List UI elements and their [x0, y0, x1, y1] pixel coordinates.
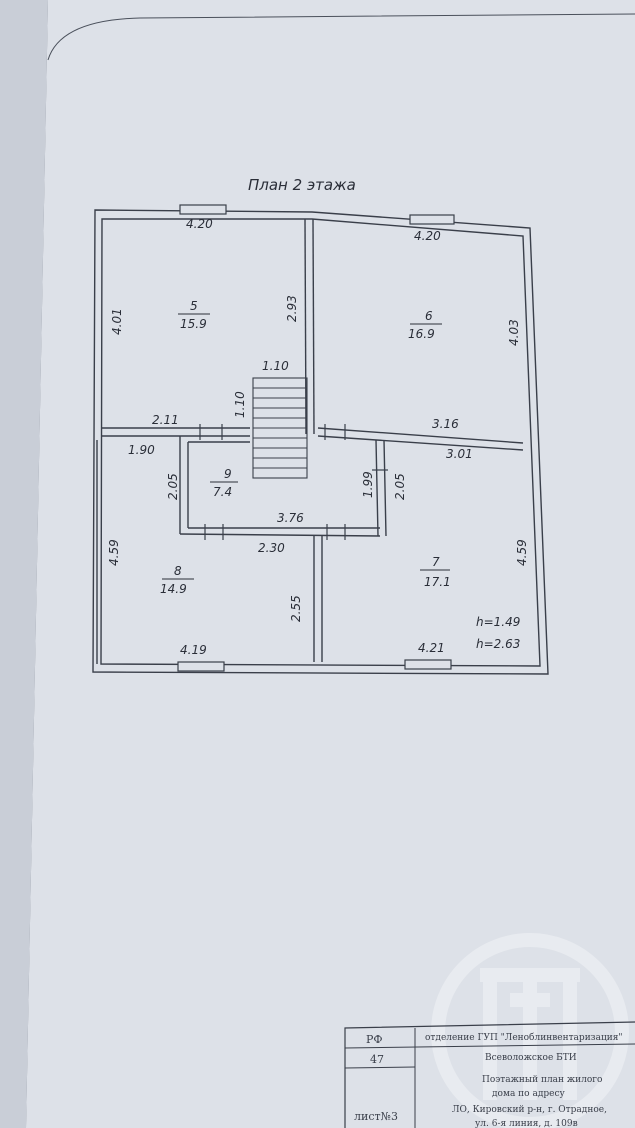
outer-walls	[92, 209, 549, 675]
room-5-label: 5 15.9	[178, 299, 210, 331]
door-marks	[199, 424, 388, 540]
svg-text:14.9: 14.9	[160, 582, 187, 596]
svg-text:17.1: 17.1	[424, 575, 451, 589]
stamp-rf: РФ	[366, 1033, 383, 1046]
stamp-addr-line2: ул. 6-я линия, д. 109в	[475, 1119, 578, 1128]
paper	[26, 0, 635, 1128]
dim-r9-bottom: 3.76	[277, 511, 304, 525]
windows	[177, 204, 455, 672]
svg-text:8: 8	[174, 564, 182, 578]
dim-r6-right: 4.03	[507, 319, 521, 346]
dim-r5-bottom: 2.11	[152, 413, 179, 427]
plan-title: План 2 этажа	[248, 176, 356, 194]
page-frame-line	[47, 13, 635, 61]
staircase	[252, 377, 308, 479]
paper-left-edge	[0, 0, 48, 1128]
dim-r7-left: 2.05	[393, 473, 407, 500]
stamp-table: РФ 47 лист№3 отделение ГУП "Леноблинвент…	[344, 1021, 635, 1128]
watermark-logo	[431, 933, 629, 1128]
svg-text:15.9: 15.9	[180, 317, 207, 331]
dim-r7-top: 3.01	[446, 447, 473, 461]
svg-text:7.4: 7.4	[213, 485, 232, 499]
dim-r7-bottom: 4.21	[418, 641, 445, 655]
dim-r9-right: 1.99	[361, 471, 375, 498]
dim-hall-bottom: 2.30	[258, 541, 285, 555]
room-9-label: 9 7.4	[210, 467, 238, 499]
dim-r6-bottom: 3.16	[432, 417, 459, 431]
dim-r8-upper: 2.05	[166, 473, 180, 500]
dim-height-1: h=1.49	[476, 615, 520, 629]
dimension-labels: 4.20 4.01 2.93 2.11 1.10 1.10 4.20 4.03 …	[107, 217, 529, 657]
dim-r6-top: 4.20	[414, 229, 441, 243]
dim-r5-top: 4.20	[186, 217, 213, 231]
dim-r8-bottom: 4.19	[180, 643, 207, 657]
room-8-label: 8 14.9	[160, 564, 194, 596]
dim-stair-top: 1.10	[262, 359, 289, 373]
svg-text:6: 6	[425, 309, 433, 323]
svg-text:5: 5	[190, 299, 198, 313]
svg-text:16.9: 16.9	[408, 327, 435, 341]
dim-height-2: h=2.63	[476, 637, 520, 651]
stamp-addr-line1: ЛО, Кировский р-н, г. Отрадное,	[452, 1105, 607, 1115]
stamp-org-line2: Всеволожское БТИ	[485, 1053, 577, 1063]
dim-stair-side: 1.10	[233, 391, 247, 418]
dim-r8-left: 4.59	[107, 539, 121, 566]
dim-r8-right: 2.55	[289, 595, 303, 622]
stamp-org-line1: отделение ГУП "Леноблинвентаризация"	[425, 1032, 623, 1043]
stamp-doc-line2: дома по адресу	[492, 1089, 566, 1099]
stamp-doc-line1: Поэтажный план жилого	[482, 1075, 602, 1085]
dim-r5-right: 2.93	[285, 295, 299, 322]
svg-text:9: 9	[224, 467, 232, 481]
stamp-sheet: лист№3	[354, 1110, 398, 1123]
stamp-code: 47	[370, 1053, 384, 1066]
room-7-label: 7 17.1	[420, 555, 451, 589]
room-6-label: 6 16.9	[408, 309, 442, 341]
dim-r7-right: 4.59	[515, 539, 529, 566]
dim-r8-top: 1.90	[128, 443, 155, 457]
dim-r5-left: 4.01	[110, 308, 124, 335]
svg-text:7: 7	[432, 555, 440, 569]
